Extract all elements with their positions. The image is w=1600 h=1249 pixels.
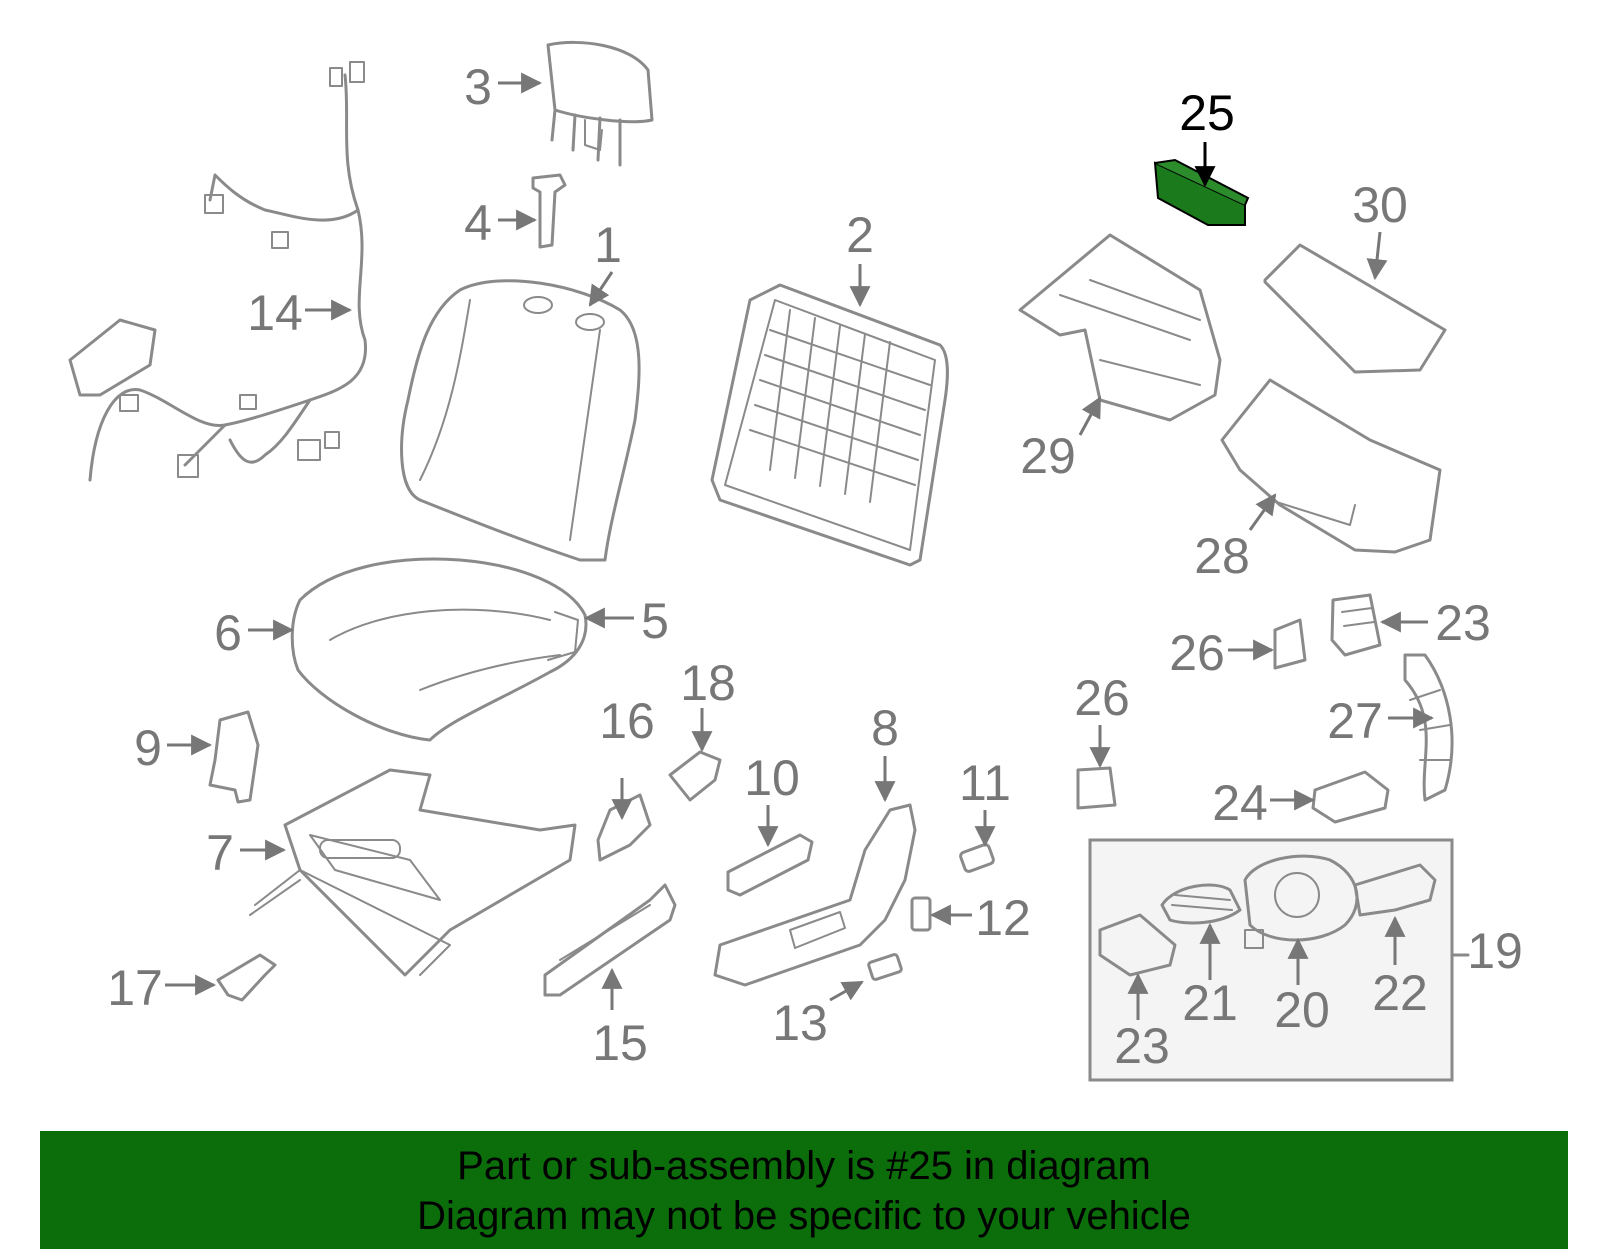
- callout-6: 6: [214, 605, 242, 661]
- callout-16: 16: [599, 693, 655, 749]
- hose-27-part: [1403, 653, 1454, 802]
- callout-23-lower: 23: [1114, 1018, 1170, 1074]
- bracket-29-part: [1018, 233, 1222, 422]
- callout-2: 2: [846, 207, 874, 263]
- notice-banner: Part or sub-assembly is #25 in diagram D…: [40, 1131, 1568, 1249]
- callout-5: 5: [641, 593, 669, 649]
- headrest-part: [546, 40, 654, 167]
- callout-25: 25: [1179, 85, 1235, 141]
- callout-7: 7: [206, 825, 234, 881]
- callout-19: 19: [1467, 923, 1523, 979]
- callout-18: 18: [680, 655, 736, 711]
- cover-24-part: [1311, 770, 1390, 824]
- seatback-cover-part: [400, 279, 641, 562]
- callout-13: 13: [772, 995, 828, 1051]
- assembly-19-box: [1088, 838, 1470, 1082]
- side-shield-8-part: [713, 803, 917, 987]
- side-cover-part: [208, 710, 260, 804]
- cover-16-part: [596, 793, 652, 862]
- headrest-guide-part: [531, 173, 567, 249]
- notice-line-1: Part or sub-assembly is #25 in diagram: [457, 1144, 1151, 1188]
- callout-23-upper: 23: [1435, 595, 1491, 651]
- callout-20: 20: [1274, 982, 1330, 1038]
- duct-28-part: [1220, 378, 1442, 554]
- seatback-frame-part: [710, 283, 949, 567]
- callout-26-upper: 26: [1169, 625, 1225, 681]
- clip-26-upper-part: [1273, 618, 1307, 670]
- callout-4: 4: [464, 195, 492, 251]
- connector-23-upper-part: [1330, 593, 1382, 657]
- callout-27: 27: [1327, 693, 1383, 749]
- callout-11: 11: [959, 755, 1011, 811]
- plate-30-part: [1263, 243, 1447, 374]
- callout-30: 30: [1352, 177, 1408, 233]
- callout-26-lower: 26: [1074, 670, 1130, 726]
- bracket-18-part: [668, 750, 722, 802]
- callout-15: 15: [592, 1015, 648, 1071]
- callout-1: 1: [594, 217, 622, 273]
- callout-3: 3: [464, 59, 492, 115]
- part-25-highlighted: [1153, 158, 1250, 226]
- callout-21: 21: [1182, 975, 1238, 1031]
- callout-12: 12: [975, 890, 1031, 946]
- switch-10-part: [726, 833, 814, 897]
- knob-13-part: [867, 953, 903, 981]
- parts-diagram: 1 2 3 4 5 6 7 8 9 10 11 12 13 14 15 16 1…: [68, 40, 1523, 1082]
- callout-14: 14: [247, 285, 303, 341]
- callout-28: 28: [1194, 528, 1250, 584]
- callout-29: 29: [1020, 428, 1076, 484]
- callout-17: 17: [107, 960, 163, 1016]
- seat-cushion-part: [290, 557, 588, 742]
- seat-frame-part: [249, 768, 577, 977]
- clip-26-lower-part: [1076, 766, 1117, 810]
- callout-9: 9: [134, 720, 162, 776]
- track-cover-15-part: [543, 883, 677, 997]
- wiring-harness-part: [68, 61, 368, 482]
- notice-line-2: Diagram may not be specific to your vehi…: [417, 1194, 1191, 1238]
- knob-11-part: [959, 843, 995, 873]
- callout-8: 8: [871, 700, 899, 756]
- callout-24: 24: [1212, 775, 1268, 831]
- leader-arrows: [165, 72, 1435, 1020]
- knob-12-part: [910, 896, 932, 932]
- callout-22: 22: [1372, 965, 1428, 1021]
- callout-10: 10: [744, 750, 800, 806]
- bracket-17-part: [216, 953, 277, 1002]
- callout-labels: 1 2 3 4 5 6 7 8 9 10 11 12 13 14 15 16 1…: [107, 59, 1523, 1074]
